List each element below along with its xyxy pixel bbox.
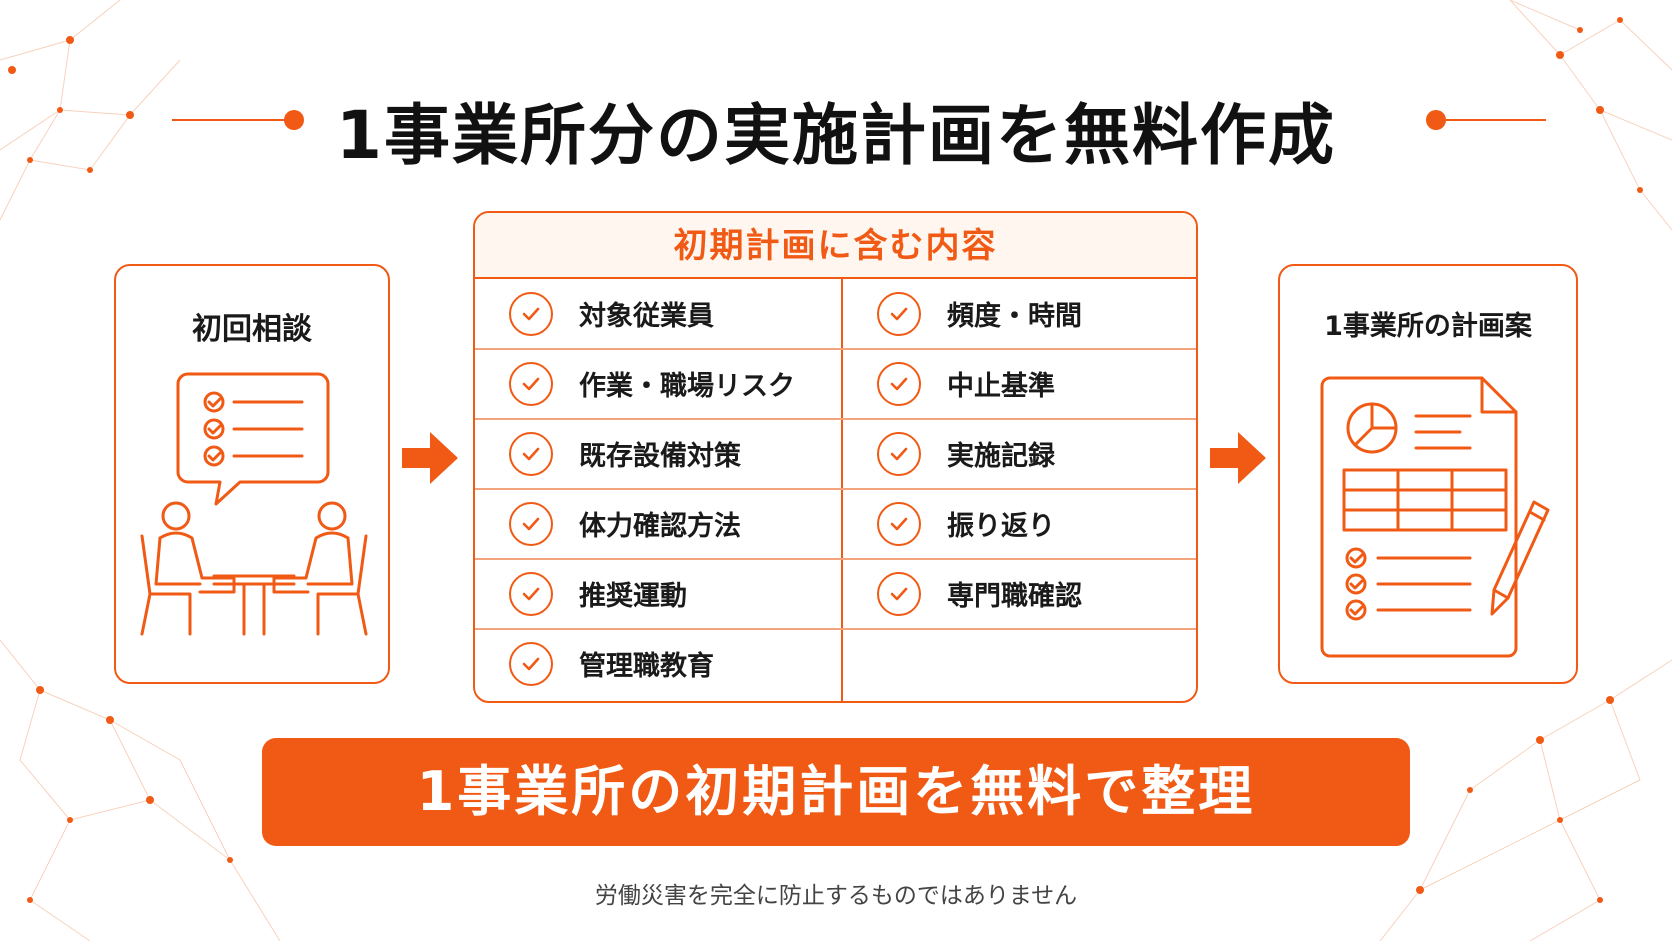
- check-circle-icon: [509, 641, 553, 686]
- plan-draft-card: 1事業所の計画案: [1278, 264, 1578, 684]
- plan-item-label: 実施記録: [947, 441, 1055, 472]
- plan-item-label: 体力確認方法: [579, 511, 741, 542]
- plan-item-label: 専門職確認: [947, 581, 1082, 612]
- plan-item: 中止基準: [843, 349, 1196, 418]
- plan-item-label: 頻度・時間: [947, 301, 1082, 332]
- plan-item: 専門職確認: [843, 559, 1196, 628]
- check-circle-icon: [509, 291, 553, 336]
- document-plan-icon: [1320, 376, 1550, 658]
- plan-item: 振り返り: [843, 489, 1196, 558]
- plan-item-label: 中止基準: [947, 371, 1055, 402]
- page-title: 1事業所分の実施計画を無料作成: [336, 97, 1336, 174]
- row-divider: [475, 558, 1196, 560]
- plan-item-label: 既存設備対策: [579, 441, 741, 472]
- row-divider: [475, 488, 1196, 490]
- title-dot-right: [1426, 110, 1446, 130]
- consultation-icon: [140, 372, 368, 636]
- row-divider: [475, 418, 1196, 420]
- check-circle-icon: [877, 501, 921, 546]
- title-dot-left: [284, 110, 304, 130]
- consultation-card-title: 初回相談: [192, 312, 312, 347]
- plan-item: 推奨運動: [475, 559, 841, 628]
- check-circle-icon: [509, 571, 553, 616]
- title-line-right: [1440, 119, 1546, 121]
- title-row: 1事業所分の実施計画を無料作成: [0, 72, 1672, 174]
- plan-item-label: 対象従業員: [579, 301, 714, 332]
- plan-item: 頻度・時間: [843, 279, 1196, 348]
- check-circle-icon: [877, 571, 921, 616]
- plan-item: 対象従業員: [475, 279, 841, 348]
- plan-item: 管理職教育: [475, 629, 841, 698]
- disclaimer-note: 労働災害を完全に防止するものではありません: [594, 883, 1078, 909]
- summary-banner: 1事業所の初期計画を無料で整理: [262, 738, 1410, 846]
- check-circle-icon: [877, 291, 921, 336]
- row-divider: [475, 628, 1196, 630]
- plan-item-label: 作業・職場リスク: [579, 371, 795, 402]
- plan-item: 作業・職場リスク: [475, 349, 841, 418]
- title-line-left: [172, 119, 292, 121]
- check-circle-icon: [509, 501, 553, 546]
- check-circle-icon: [877, 431, 921, 476]
- plan-item: 体力確認方法: [475, 489, 841, 558]
- plan-contents-header: 初期計画に含む内容: [475, 213, 1196, 279]
- row-divider: [475, 348, 1196, 350]
- plan-item: 実施記録: [843, 419, 1196, 488]
- plan-item-label: 推奨運動: [579, 581, 687, 612]
- plan-item-label: 振り返り: [947, 511, 1055, 542]
- check-circle-icon: [509, 431, 553, 476]
- check-circle-icon: [509, 361, 553, 406]
- check-circle-icon: [877, 361, 921, 406]
- plan-item: 既存設備対策: [475, 419, 841, 488]
- plan-item-label: 管理職教育: [579, 651, 714, 682]
- arrow-right-icon: [1210, 432, 1266, 484]
- plan-contents-panel: 初期計画に含む内容 対象従業員作業・職場リスク既存設備対策体力確認方法推奨運動管…: [473, 211, 1198, 703]
- panel-column-divider: [841, 279, 843, 701]
- consultation-card: 初回相談: [114, 264, 390, 684]
- plan-draft-card-title: 1事業所の計画案: [1324, 311, 1532, 342]
- arrow-right-icon: [402, 432, 458, 484]
